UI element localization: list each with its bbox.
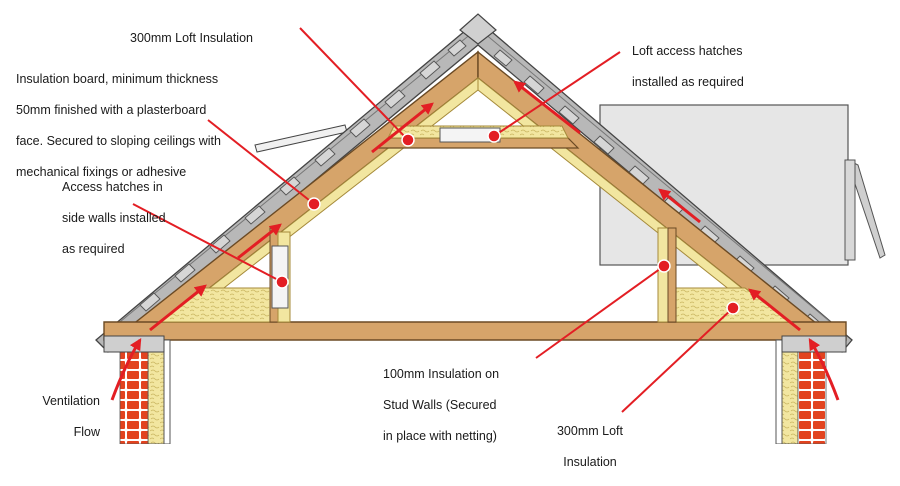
- leader-stud-wall: [535, 265, 665, 359]
- leader-insulation-board: [207, 119, 315, 205]
- label-ventilation-flow: Ventilation Flow: [42, 393, 100, 439]
- label-stud-wall-insulation: 100mm Insulation on Stud Walls (Secured …: [383, 366, 500, 443]
- label-loft-insulation-top: 300mm Loft Insulation: [130, 30, 253, 45]
- loft-conversion-diagram: [95, 13, 886, 444]
- wall-right: [775, 335, 847, 444]
- stud-wall-left: [269, 227, 291, 323]
- floor-joist: [103, 321, 847, 341]
- ventilation-arrow-right-3: [513, 80, 581, 135]
- dot-loft-insulation-bottom: [726, 301, 740, 315]
- dot-loft-access: [487, 129, 501, 143]
- callout-dots: [275, 129, 740, 315]
- ventilation-arrow-right-inlet: [808, 337, 840, 401]
- label-loft-access-hatches: Loft access hatches installed as require…: [632, 43, 744, 89]
- stud-wall-right: [657, 227, 677, 323]
- label-loft-insulation-bottom: 300mm Loft Insulation: [556, 423, 623, 469]
- ventilation-arrow-right-1: [748, 288, 801, 332]
- ventilation-arrow-left-2: [237, 223, 282, 260]
- dot-insulation-board: [307, 197, 321, 211]
- leader-lines: [132, 27, 734, 413]
- ventilation-arrow-left-1: [149, 284, 207, 332]
- ventilation-arrow-left-inlet: [110, 337, 142, 401]
- dot-stud-wall: [657, 259, 671, 273]
- ventilation-arrow-left-3: [371, 102, 434, 154]
- slate-ridge-tile: [459, 13, 497, 45]
- dot-loft-insulation-top: [401, 133, 415, 147]
- label-insulation-board: Insulation board, minimum thickness 50mm…: [16, 71, 221, 179]
- leader-access-hatches-side: [132, 203, 283, 283]
- leader-loft-insulation-bottom: [621, 307, 734, 413]
- label-access-hatches-side: Access hatches in side walls installed a…: [62, 179, 166, 256]
- ventilation-arrow-right-2: [658, 188, 701, 224]
- collar-ceiling: [376, 125, 580, 149]
- wall-left: [103, 335, 171, 444]
- leader-loft-access: [493, 51, 621, 137]
- ventilation-arrows: [110, 80, 840, 401]
- leader-loft-insulation-top: [299, 27, 409, 141]
- dot-access-hatch-side: [275, 275, 289, 289]
